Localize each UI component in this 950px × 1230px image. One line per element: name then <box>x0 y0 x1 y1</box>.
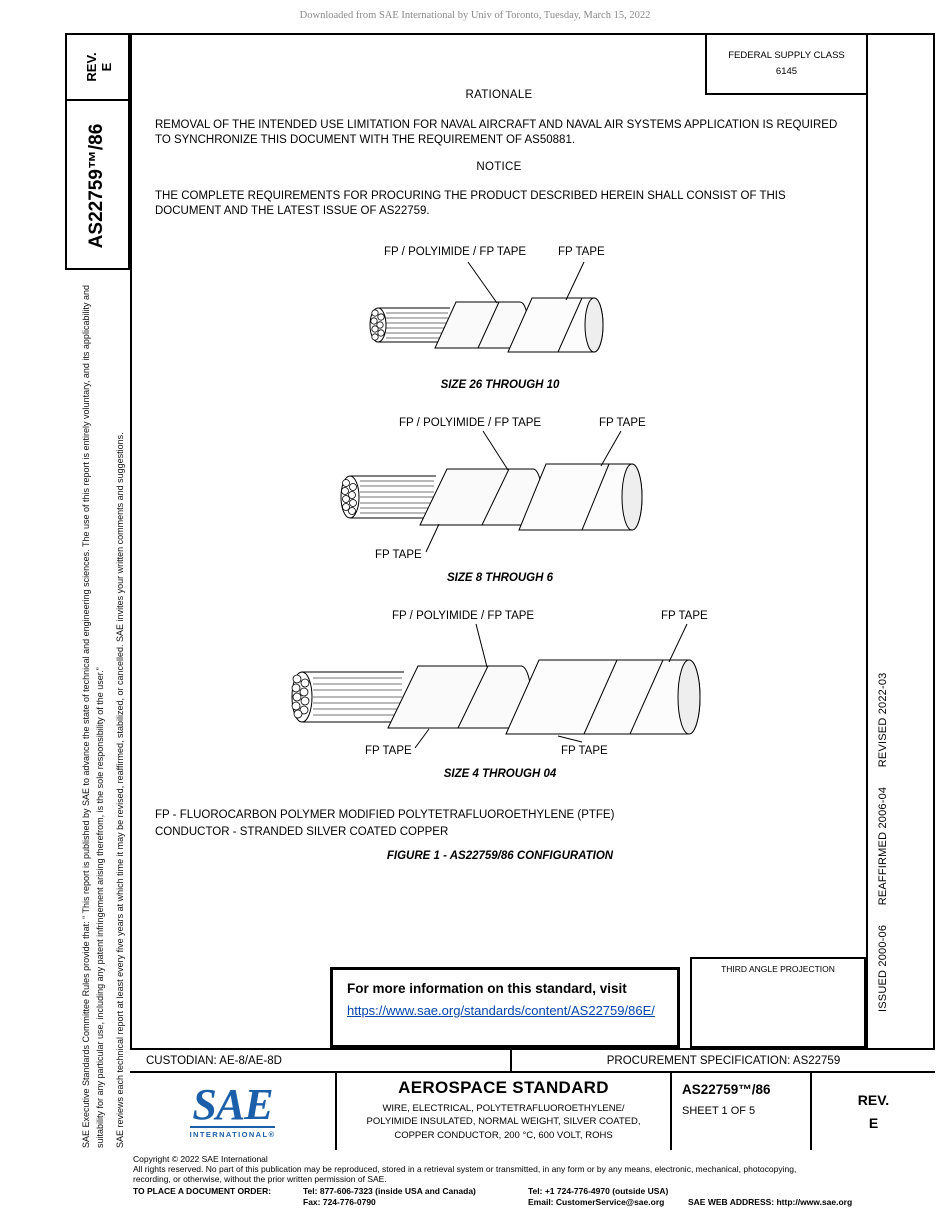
fig3-caption: SIZE 4 THROUGH 04 <box>443 768 557 780</box>
sidebar-id-box <box>65 33 130 270</box>
sidebar-doc-number: AS22759™/86 <box>86 123 107 249</box>
sheet-number: SHEET 1 OF 5 <box>682 1105 756 1117</box>
rev-value: E <box>868 1114 879 1131</box>
sae-logo-subtext: INTERNATIONAL® <box>189 1126 276 1139</box>
legal-paragraph-1: SAE Executive Standards Committee Rules … <box>81 285 105 1148</box>
figure-notes: FP - FLUOROCARBON POLYMER MODIFIED POLYT… <box>155 807 614 840</box>
more-info-box: For more information on this standard, v… <box>330 967 680 1048</box>
custodian-row: CUSTODIAN: AE-8/AE-8D PROCUREMENT SPECIF… <box>130 1048 935 1073</box>
fig2-caption: SIZE 8 THROUGH 6 <box>446 572 554 584</box>
title-block: SAE INTERNATIONAL® AEROSPACE STANDARD WI… <box>130 1073 935 1150</box>
more-info-text: For more information on this standard, v… <box>347 981 627 996</box>
notice-body: THE COMPLETE REQUIREMENTS FOR PROCURING … <box>155 190 786 218</box>
standard-title-line3: COPPER CONDUCTOR, 200 °C, 600 VOLT, ROHS <box>394 1129 613 1141</box>
footer-order-label: TO PLACE A DOCUMENT ORDER: <box>133 1186 272 1196</box>
footer-tel-outside: Tel: +1 724-776-4970 (outside USA) <box>528 1186 669 1196</box>
sae-logo-text: SAE <box>192 1079 273 1129</box>
fig1-label-insulation: FP / POLYIMIDE / FP TAPE <box>384 246 527 258</box>
fig2-label-fp-tape-right: FP TAPE <box>599 417 646 429</box>
fig3-label-fp-tape-bottom-2: FP TAPE <box>561 745 608 757</box>
fig1-caption: SIZE 26 THROUGH 10 <box>440 379 560 391</box>
sidebar-rev-value: E <box>99 62 114 72</box>
standard-info-link[interactable]: https://www.sae.org/standards/content/AS… <box>347 1003 655 1018</box>
third-angle-projection-box: THIRD ANGLE PROJECTION <box>690 957 866 1048</box>
legal-paragraph-2: SAE reviews each technical report at lea… <box>115 432 125 1148</box>
figure-1-main-caption: FIGURE 1 - AS22759/86 CONFIGURATION <box>386 850 614 862</box>
rationale-body: REMOVAL OF THE INTENDED USE LIMITATION F… <box>155 119 838 147</box>
fig3-label-fp-tape-bottom-1: FP TAPE <box>365 745 412 757</box>
rev-cell-divider <box>67 35 128 101</box>
footer-email: Email: CustomerService@sae.org <box>528 1197 665 1207</box>
standard-title-line2: POLYIMIDE INSULATED, NORMAL WEIGHT, SILV… <box>366 1116 641 1128</box>
footer-tel-inside: Tel: 877-606-7323 (inside USA and Canada… <box>303 1186 476 1196</box>
fig3-label-insulation: FP / POLYIMIDE / FP TAPE <box>392 610 535 622</box>
revision-history-strip: ISSUED 2000-06 REAFFIRMED 2006-04 REVISE… <box>877 672 889 1013</box>
fig2-label-fp-tape-bottom: FP TAPE <box>375 549 422 561</box>
fp-definition: FP - FLUOROCARBON POLYMER MODIFIED POLYT… <box>155 809 615 821</box>
standard-title-line1: WIRE, ELECTRICAL, POLYTETRAFLUOROETHYLEN… <box>382 1103 625 1114</box>
sidebar-rev-block: REV. E <box>84 37 114 97</box>
footer-copyright: Copyright © 2022 SAE International <box>133 1154 268 1164</box>
sidebar-legal-text: SAE Executive Standards Committee Rules … <box>80 274 128 1148</box>
custodian-cell: CUSTODIAN: AE-8/AE-8D <box>130 1050 510 1071</box>
fsc-label: FEDERAL SUPPLY CLASS <box>728 49 845 61</box>
doc-number-cell: AS22759™/86 SHEET 1 OF 5 <box>670 1073 810 1150</box>
fig2-label-insulation: FP / POLYIMIDE / FP TAPE <box>399 417 542 429</box>
footer-web-address: SAE WEB ADDRESS: http://www.sae.org <box>688 1197 853 1207</box>
footer-rights-line2: recording, or otherwise, without the pri… <box>133 1173 387 1184</box>
standard-kind: AEROSPACE STANDARD <box>398 1078 609 1097</box>
fig1-label-fp-tape: FP TAPE <box>558 246 605 258</box>
sae-logo-cell: SAE INTERNATIONAL® <box>130 1073 335 1150</box>
procurement-cell: PROCUREMENT SPECIFICATION: AS22759 <box>510 1050 935 1071</box>
standard-title-cell: AEROSPACE STANDARD WIRE, ELECTRICAL, POL… <box>335 1073 670 1150</box>
download-notice: Downloaded from SAE International by Uni… <box>299 10 651 21</box>
rev-cell: REV. E <box>810 1073 935 1150</box>
footer-rights-line1: All rights reserved. No part of this pub… <box>133 1164 797 1174</box>
revision-strip-divider <box>866 33 868 1048</box>
rationale-heading: RATIONALE <box>465 89 533 101</box>
projection-title: THIRD ANGLE PROJECTION <box>721 964 835 974</box>
conductor-definition: CONDUCTOR - STRANDED SILVER COATED COPPE… <box>155 825 449 838</box>
rev-label: REV. <box>857 1092 890 1109</box>
sidebar-rev-label: REV. <box>84 52 99 82</box>
footer-fax: Fax: 724-776-0790 <box>303 1197 376 1207</box>
fsc-value: 6145 <box>775 66 798 77</box>
standard-title: WIRE, ELECTRICAL, POLYTETRAFLUOROETHYLEN… <box>337 1102 670 1142</box>
custodian-text: CUSTODIAN: AE-8/AE-8D <box>146 1054 282 1067</box>
federal-supply-class-box: FEDERAL SUPPLY CLASS 6145 <box>705 35 866 95</box>
doc-number: AS22759™/86 <box>682 1082 771 1097</box>
sae-logo: SAE INTERNATIONAL® <box>130 1073 335 1150</box>
notice-heading: NOTICE <box>476 161 522 173</box>
procurement-text: PROCUREMENT SPECIFICATION: AS22759 <box>606 1054 841 1067</box>
fig3-label-fp-tape-right: FP TAPE <box>661 610 708 622</box>
